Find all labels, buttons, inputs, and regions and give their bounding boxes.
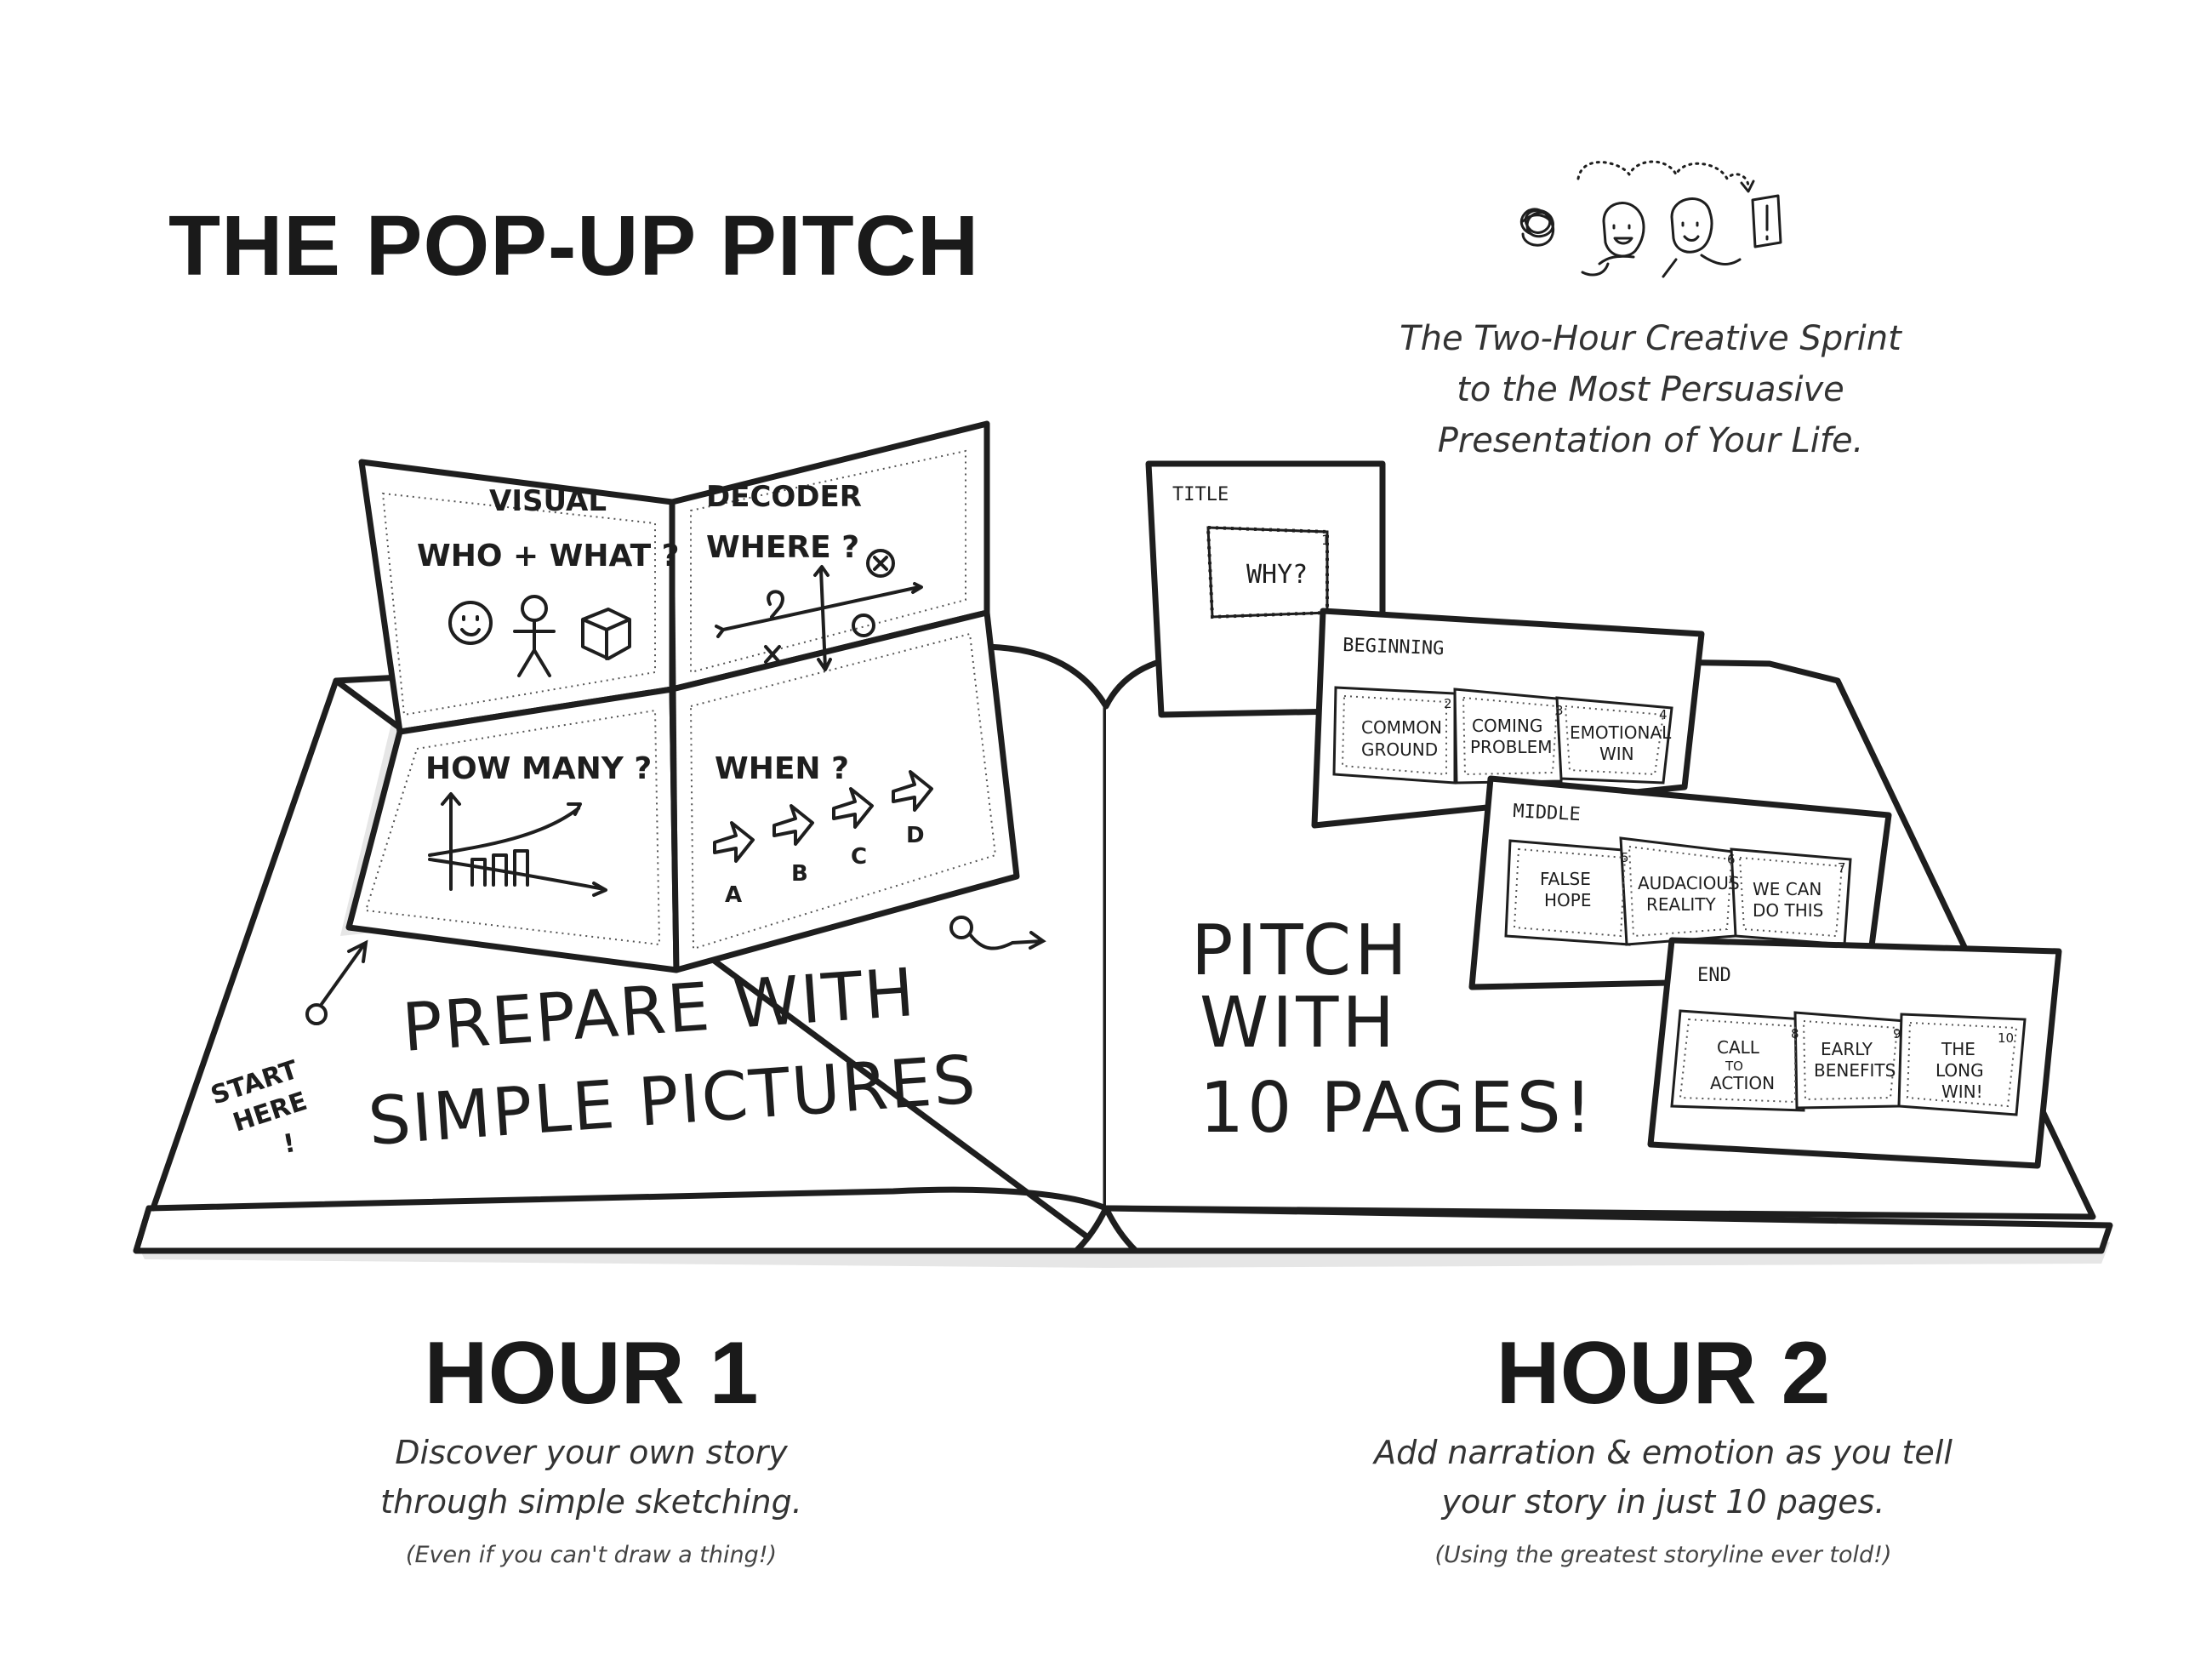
section-card-middle: MIDDLE 5 FALSE HOPE 6 AUDACIOUS REALITY … [1468, 775, 1892, 990]
page-line: AUDACIOUS [1638, 873, 1740, 893]
hour1-desc-line: through simple sketching. [380, 1483, 802, 1521]
page-line: LONG [1936, 1060, 1984, 1081]
page-line: WE CAN [1753, 879, 1821, 899]
page-line: FALSE [1540, 869, 1591, 889]
hour2-desc-line: Add narration & emotion as you tell [1374, 1434, 1953, 1471]
hour1-note: (Even if you can't draw a thing!) [405, 1542, 778, 1568]
title-card-label: TITLE [1172, 484, 1229, 505]
page-line: DO THIS [1753, 900, 1823, 921]
panel-who-what-label: WHO + WHAT ? [417, 539, 680, 574]
page-line: BENEFITS [1814, 1060, 1896, 1081]
page-line: WIN! [1941, 1081, 1983, 1102]
page-line: TO [1725, 1059, 1743, 1074]
section-label: BEGINNING [1343, 635, 1445, 659]
hour1-desc-line: Discover your own story [395, 1434, 788, 1471]
page-line: EARLY [1821, 1039, 1873, 1059]
page-num: 8 [1791, 1026, 1799, 1041]
page-num: 5 [1621, 850, 1629, 865]
scribble-icon [1519, 208, 1555, 247]
when-label-c: C [851, 844, 867, 870]
title-card-page-text: WHY? [1246, 560, 1308, 590]
subtitle-line: to the Most Persuasive [1457, 370, 1844, 409]
exclamation-card-icon [1751, 194, 1782, 248]
page-line: CALL [1717, 1037, 1760, 1058]
panel-where-label: WHERE ? [706, 530, 859, 565]
page-line: THE [1941, 1039, 1975, 1059]
subtitle-line: Presentation of Your Life. [1437, 421, 1864, 460]
hour1-block: HOUR 1 Discover your own story through s… [251, 1323, 932, 1568]
page-num: 10 [1998, 1030, 2014, 1046]
page-line: COMMON [1361, 717, 1442, 738]
page-num: 3 [1555, 703, 1564, 718]
page-num: 9 [1893, 1026, 1901, 1041]
page-line: REALITY [1646, 894, 1716, 915]
right-caption-line1: PITCH [1191, 910, 1411, 991]
hour1-title: HOUR 1 [424, 1324, 759, 1423]
section-card-beginning: BEGINNING 2 COMMON GROUND 3 COMING PROBL… [1311, 608, 1705, 829]
panel-how-many-label: HOW MANY ? [425, 751, 652, 786]
panel-how-many [345, 686, 680, 973]
section-label: END [1697, 965, 1731, 986]
page-line: COMING [1472, 716, 1542, 736]
subtitle-line: The Two-Hour Creative Sprint [1400, 319, 1901, 358]
page-line: WIN [1599, 744, 1634, 764]
right-caption-line3: 10 PAGES! [1200, 1068, 1596, 1149]
page-line: EMOTIONAL [1570, 722, 1672, 743]
section-card-end: END 8 CALL TO ACTION 9 EARLY BENEFITS 10… [1647, 937, 2062, 1169]
page-line: ACTION [1710, 1073, 1775, 1093]
subtitle: The Two-Hour Creative Sprint to the Most… [1353, 313, 1948, 466]
page-line: PROBLEM [1470, 737, 1552, 757]
page-num: 7 [1838, 860, 1846, 876]
popup-header-right: DECODER [706, 480, 862, 514]
right-caption-line2: WITH [1200, 983, 1398, 1064]
hour2-desc: Add narration & emotion as you tell your… [1323, 1428, 2004, 1526]
hour2-title: HOUR 2 [1496, 1324, 1831, 1423]
page-num: 2 [1444, 696, 1452, 711]
hour1-desc: Discover your own story through simple s… [251, 1428, 932, 1526]
page-line: HOPE [1544, 890, 1591, 910]
start-here-line3: ! [281, 1128, 298, 1160]
hour2-desc-line: your story in just 10 pages. [1441, 1483, 1885, 1521]
when-label-a: A [725, 882, 742, 908]
section-label: MIDDLE [1513, 801, 1582, 825]
page-line: GROUND [1361, 739, 1438, 760]
when-label-b: B [791, 861, 808, 887]
popup-header-left: VISUAL [489, 484, 607, 518]
when-label-d: D [906, 823, 925, 848]
panel-when-label: WHEN ? [715, 751, 849, 786]
page-title: THE POP-UP PITCH [168, 198, 980, 294]
hour2-note: (Using the greatest storyline ever told!… [1434, 1542, 1892, 1568]
hour2-block: HOUR 2 Add narration & emotion as you te… [1323, 1323, 2004, 1568]
two-people-icon [1519, 160, 1782, 278]
page-num: 4 [1659, 707, 1668, 722]
title-card-page-num: 1 [1321, 532, 1330, 548]
page-num: 6 [1727, 852, 1736, 867]
